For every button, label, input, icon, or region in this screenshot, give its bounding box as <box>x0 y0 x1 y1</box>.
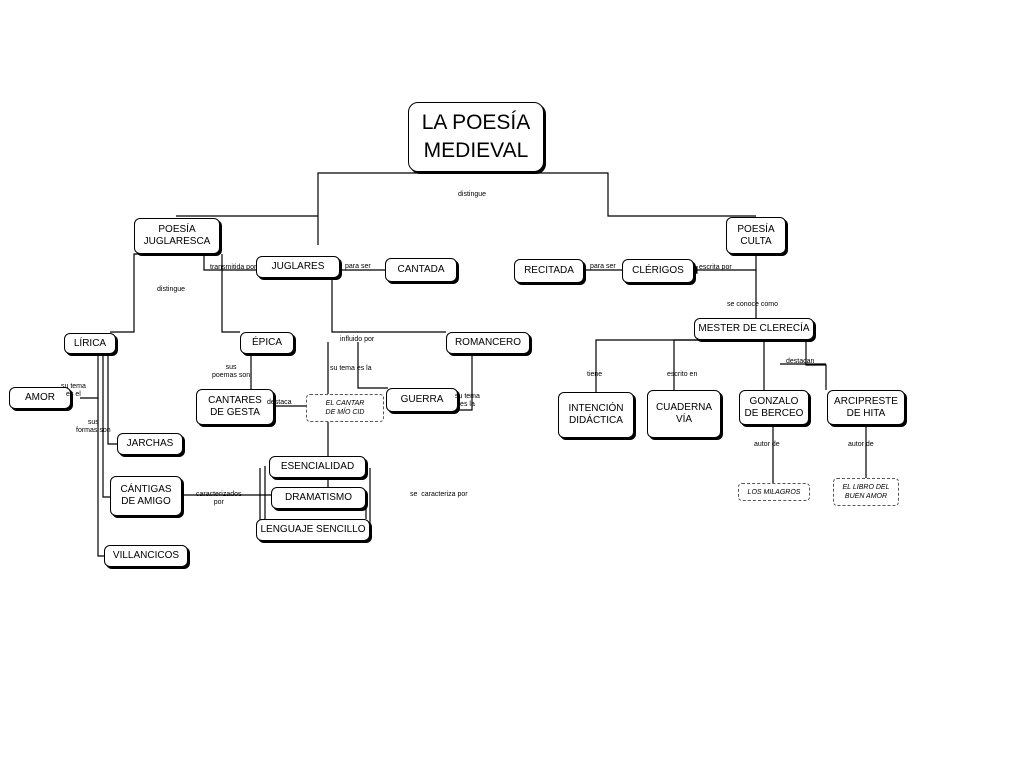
node-label: POESÍA CULTA <box>737 223 775 247</box>
node-label: VILLANCICOS <box>112 550 180 561</box>
node-jarchas: JARCHAS <box>117 433 183 455</box>
node-el-cantar-de-mio-cid: EL CANTAR DE MÍO CID <box>306 394 384 422</box>
link-label-se-caracteriza-por: se caracteriza por <box>410 491 468 498</box>
node-label: INTENCIÓN DIDÁCTICA <box>568 403 624 426</box>
node-label: JARCHAS <box>126 438 174 449</box>
link-label-distingue: distingue <box>157 286 186 293</box>
node-label: RECITADA <box>524 265 574 276</box>
node-cantada: CANTADA <box>385 258 457 282</box>
node-label: ESENCIALIDAD <box>280 461 355 472</box>
node-la-poesia-medieval: LA POESÍA MEDIEVAL <box>408 102 544 172</box>
link-label-tiene: tiene <box>587 371 603 378</box>
node-label: ÉPICA <box>251 337 282 348</box>
link-label-autor-de: autor de <box>754 441 780 448</box>
node-label: CUADERNA VÍA <box>655 402 713 425</box>
node-el-libro-del-buen-amor: EL LIBRO DEL BUEN AMOR <box>833 478 899 506</box>
node-label: MESTER DE CLERECÍA <box>698 323 810 334</box>
node-clerigos: CLÉRIGOS <box>622 259 694 283</box>
node-gonzalo-de-berceo: GONZALO DE BERCEO <box>739 390 809 425</box>
link-label-distingue: distingue <box>458 191 487 198</box>
node-label: EL LIBRO DEL BUEN AMOR <box>842 484 890 500</box>
link-label-escrita-por: escrita por <box>699 264 732 271</box>
link-label-transmitida-por: transmitida por <box>210 264 257 271</box>
node-esencialidad: ESENCIALIDAD <box>269 456 366 478</box>
node-label: LA POESÍA MEDIEVAL <box>421 111 531 162</box>
node-villancicos: VILLANCICOS <box>104 545 188 567</box>
node-label: ARCIPRESTE DE HITA <box>834 395 898 419</box>
node-juglares: JUGLARES <box>256 256 340 278</box>
link-label-autor-de: autor de <box>848 441 874 448</box>
node-poesia-culta: POESÍA CULTA <box>726 217 786 254</box>
node-label: EL CANTAR DE MÍO CID <box>325 400 365 416</box>
node-cantares-de-gesta: CANTARES DE GESTA <box>196 389 274 425</box>
node-los-milagros: LOS MILAGROS <box>738 483 810 501</box>
node-lirica: LÍRICA <box>64 333 116 354</box>
node-label: ROMANCERO <box>454 337 522 348</box>
node-dramatismo: DRAMATISMO <box>271 487 366 509</box>
link-label-para-ser: para ser <box>590 263 616 270</box>
link-label-para-ser: para ser <box>345 263 371 270</box>
node-poesia-juglaresca: POESÍA JUGLARESCA <box>134 218 220 254</box>
node-label: GONZALO DE BERCEO <box>744 395 804 419</box>
link-label-destaca: destaca <box>267 399 292 406</box>
node-guerra: GUERRA <box>386 388 458 412</box>
node-amor: AMOR <box>9 387 71 409</box>
node-romancero: ROMANCERO <box>446 332 530 354</box>
node-label: CLÉRIGOS <box>632 265 684 276</box>
node-label: CANTADA <box>397 264 445 275</box>
node-cuaderna-via: CUADERNA VÍA <box>647 390 721 438</box>
node-label: LENGUAJE SENCILLO <box>260 524 366 535</box>
node-label: GUERRA <box>400 394 444 405</box>
node-recitada: RECITADA <box>514 259 584 283</box>
link-label-caracterizados-por: caracterizados por <box>196 491 242 506</box>
link-label-sus-formas-son: sus formas son <box>76 419 111 434</box>
node-arcipreste-de-hita: ARCIPRESTE DE HITA <box>827 390 905 425</box>
node-lenguaje-sencillo: LENGUAJE SENCILLO <box>256 519 370 541</box>
link-label-destacan: destacan <box>786 358 815 365</box>
node-cantigas-de-amigo: CÁNTIGAS DE AMIGO <box>110 476 182 516</box>
node-label: LOS MILAGROS <box>747 488 801 496</box>
node-label: CÁNTIGAS DE AMIGO <box>120 484 172 507</box>
node-label: AMOR <box>25 392 55 403</box>
node-label: POESÍA JUGLARESCA <box>143 224 211 247</box>
link-label-su-tema-es-el: su tema es el <box>61 383 86 398</box>
node-mester-de-clerecia: MESTER DE CLERECÍA <box>694 318 814 340</box>
link-label-su-tema-es-la: su tema es la <box>455 393 480 408</box>
link-label-se-conoce-como: se conoce como <box>727 301 778 308</box>
node-label: CANTARES DE GESTA <box>208 395 262 418</box>
node-label: JUGLARES <box>271 261 325 272</box>
node-intencion-didactica: INTENCIÓN DIDÁCTICA <box>558 392 634 438</box>
link-label-escrito-en: escrito en <box>667 371 698 378</box>
link-label-influido-por: influido por <box>340 336 375 343</box>
node-label: LÍRICA <box>73 337 107 349</box>
link-label-sus-poemas-son: sus poemas son <box>212 364 251 379</box>
link-label-su-tema-es-la: su tema es la <box>330 365 372 372</box>
node-label: DRAMATISMO <box>284 492 353 503</box>
node-epica: ÉPICA <box>240 332 294 354</box>
